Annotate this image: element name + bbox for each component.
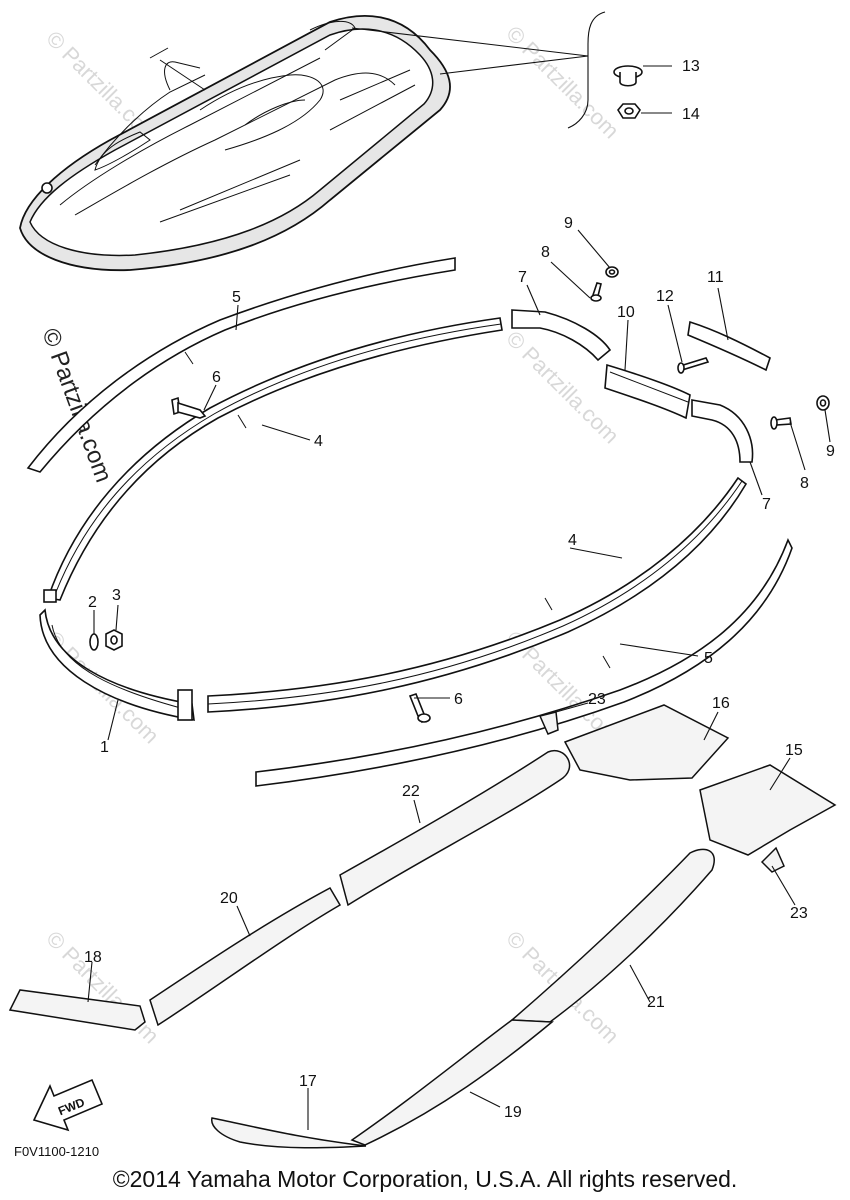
rivet-12 <box>677 357 710 374</box>
bracket <box>567 11 606 129</box>
callout-5b: 5 <box>704 650 713 667</box>
mat-19 <box>350 1019 554 1146</box>
callout-23a: 23 <box>588 691 606 708</box>
callout-16: 16 <box>712 695 730 712</box>
callout-11: 11 <box>707 269 724 286</box>
bow-rail-part-1 <box>39 589 195 721</box>
mat-23-upper <box>538 711 559 735</box>
mat-21 <box>510 848 715 1023</box>
callout-9a: 9 <box>564 215 573 232</box>
rail-4-upper <box>46 317 503 601</box>
callout-12: 12 <box>656 288 674 305</box>
leader-lines <box>87 229 831 1130</box>
callout-5a: 5 <box>232 289 241 306</box>
callout-18: 18 <box>84 949 102 966</box>
forward-arrow-icon: FWD <box>32 1078 104 1132</box>
mat-18 <box>8 989 146 1031</box>
callout-6a: 6 <box>212 369 221 386</box>
callout-19: 19 <box>504 1104 522 1121</box>
mat-20 <box>149 886 342 1027</box>
callout-3: 3 <box>112 587 121 604</box>
callout-4a: 4 <box>314 433 323 450</box>
callout-20: 20 <box>220 890 238 907</box>
mat-17 <box>211 1117 367 1149</box>
piece-10 <box>604 363 691 420</box>
rail-strip-5-lower <box>255 537 793 787</box>
mat-23-lower <box>760 846 785 873</box>
callout-23b: 23 <box>790 905 808 922</box>
callout-22: 22 <box>402 783 420 800</box>
callout-9b: 9 <box>826 443 835 460</box>
callout-4b: 4 <box>568 532 577 549</box>
rivet-8-lower <box>770 416 792 430</box>
washer-2 <box>89 633 99 651</box>
callout-8b: 8 <box>800 475 809 492</box>
callout-14: 14 <box>682 106 700 123</box>
rail-4-lower <box>207 476 748 713</box>
watercraft-illustration <box>19 15 451 272</box>
corner-piece-7-lower <box>691 399 754 463</box>
screw-6-lower <box>408 693 431 724</box>
watermark-6: © Partzilla.com <box>41 926 164 1049</box>
mat-16 <box>563 704 730 781</box>
mat-15 <box>699 764 837 856</box>
rivet-8-upper <box>590 282 602 302</box>
rail-strip-5-upper <box>26 257 456 473</box>
screw-6-upper <box>171 396 207 419</box>
callout-7b: 7 <box>762 496 771 513</box>
callouts: 1 2 3 4 4 5 5 6 6 7 7 8 8 9 9 10 11 12 1… <box>84 58 835 1121</box>
diagram-code: F0V1100-1210 <box>14 1144 100 1159</box>
mat-22 <box>339 749 571 907</box>
callout-10: 10 <box>617 304 635 321</box>
callout-15: 15 <box>785 742 803 759</box>
callout-7a: 7 <box>518 269 527 286</box>
nut-part-14 <box>617 103 672 119</box>
callout-21: 21 <box>647 994 665 1011</box>
callout-8a: 8 <box>541 244 550 261</box>
callout-6b: 6 <box>454 691 463 708</box>
washer-9-upper <box>605 266 619 278</box>
callout-17: 17 <box>299 1073 317 1090</box>
callout-1: 1 <box>100 739 109 756</box>
corner-piece-7-upper <box>511 309 612 362</box>
plug-part-13 <box>613 65 672 87</box>
washer-9-lower <box>816 395 830 411</box>
strip-11 <box>687 320 771 372</box>
copyright-notice: ©2014 Yamaha Motor Corporation, U.S.A. A… <box>112 1166 738 1192</box>
callout-13: 13 <box>682 58 700 75</box>
nut-3 <box>105 629 123 651</box>
callout-2: 2 <box>88 594 97 611</box>
watermark-2: © Partzilla.com <box>501 21 624 144</box>
